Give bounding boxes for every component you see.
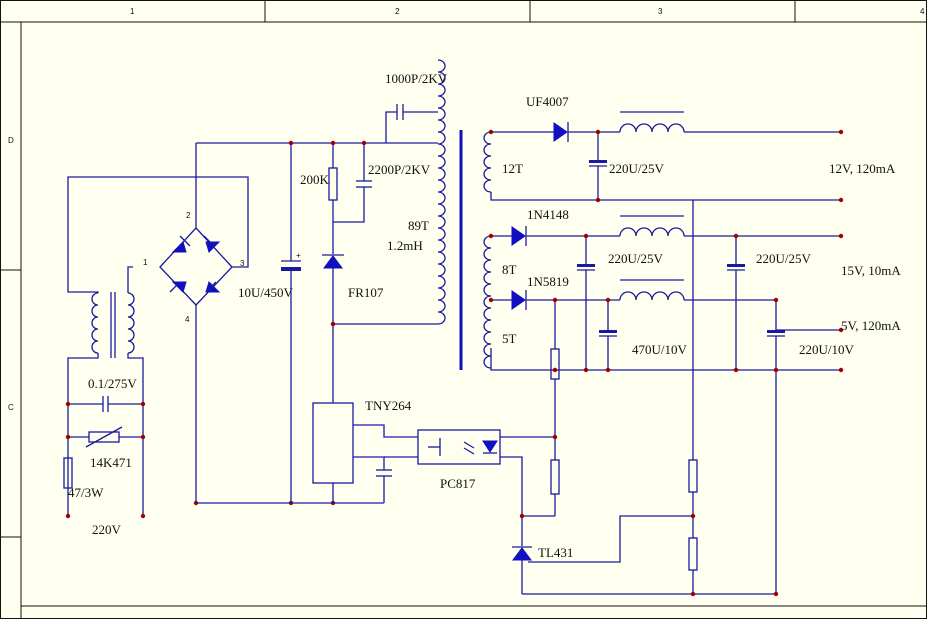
label-out-5v: 5V, 120mA <box>841 318 901 333</box>
secondary-stage: UF4007 12T 220U/25V 12V, 120mA 1N4148 8T… <box>483 94 901 597</box>
label-x-cap: 0.1/275V <box>88 376 137 391</box>
label-sec3-turns: 5T <box>502 331 517 346</box>
input-stage: 0.1/275V 14K471 47/3W 220V <box>63 176 249 537</box>
label-c-5v-a: 470U/10V <box>632 342 688 357</box>
label-d-uf4007: UF4007 <box>526 94 569 109</box>
tny264-controller: TNY264 <box>196 398 418 504</box>
label-tl431: TL431 <box>538 545 573 560</box>
label-primary-inductance: 1.2mH <box>387 238 423 253</box>
label-sec2-turns: 8T <box>502 262 517 277</box>
label-tny264: TNY264 <box>365 398 412 413</box>
col-label-2: 2 <box>395 7 400 16</box>
col-label-1: 1 <box>130 7 135 16</box>
label-out-15v: 15V, 10mA <box>841 263 901 278</box>
bridge-pin-3: 3 <box>240 259 245 268</box>
label-out-12v: 12V, 120mA <box>829 161 896 176</box>
label-d-1n4148: 1N4148 <box>527 207 569 222</box>
label-c-12v: 220U/25V <box>609 161 665 176</box>
row-label-d: D <box>8 136 14 145</box>
label-d-1n5819: 1N5819 <box>527 274 569 289</box>
label-primary-turns: 89T <box>408 218 429 233</box>
label-ac-input: 220V <box>92 522 122 537</box>
primary-stage: + 1000P/2KV 2200P/2KV 200K FR107 10 <box>193 59 463 506</box>
label-r-200k: 200K <box>300 172 330 187</box>
pc817-optocoupler: PC817 <box>417 429 554 516</box>
label-d-fr107: FR107 <box>348 285 384 300</box>
bridge-pin-4: 4 <box>185 315 190 324</box>
bridge-pin-1: 1 <box>143 258 148 267</box>
label-c-2200p: 2200P/2KV <box>368 162 431 177</box>
label-c-15v-b: 220U/25V <box>756 251 812 266</box>
label-c-5v-b: 220U/10V <box>799 342 855 357</box>
bridge-pin-2: 2 <box>186 211 191 220</box>
label-varistor: 14K471 <box>90 455 132 470</box>
label-fuse-resistor: 47/3W <box>68 485 104 500</box>
label-pc817: PC817 <box>440 476 476 491</box>
row-label-c: C <box>8 403 14 412</box>
col-label-4: 4 <box>920 7 925 16</box>
svg-text:+: + <box>296 251 301 260</box>
label-c-1000p: 1000P/2KV <box>385 71 448 86</box>
label-c-15v-a: 220U/25V <box>608 251 664 266</box>
bridge-rectifier: 2 1 3 4 <box>143 143 245 503</box>
label-c-bulk: 10U/450V <box>238 285 294 300</box>
label-sec1-turns: 12T <box>502 161 523 176</box>
col-label-3: 3 <box>658 7 663 16</box>
